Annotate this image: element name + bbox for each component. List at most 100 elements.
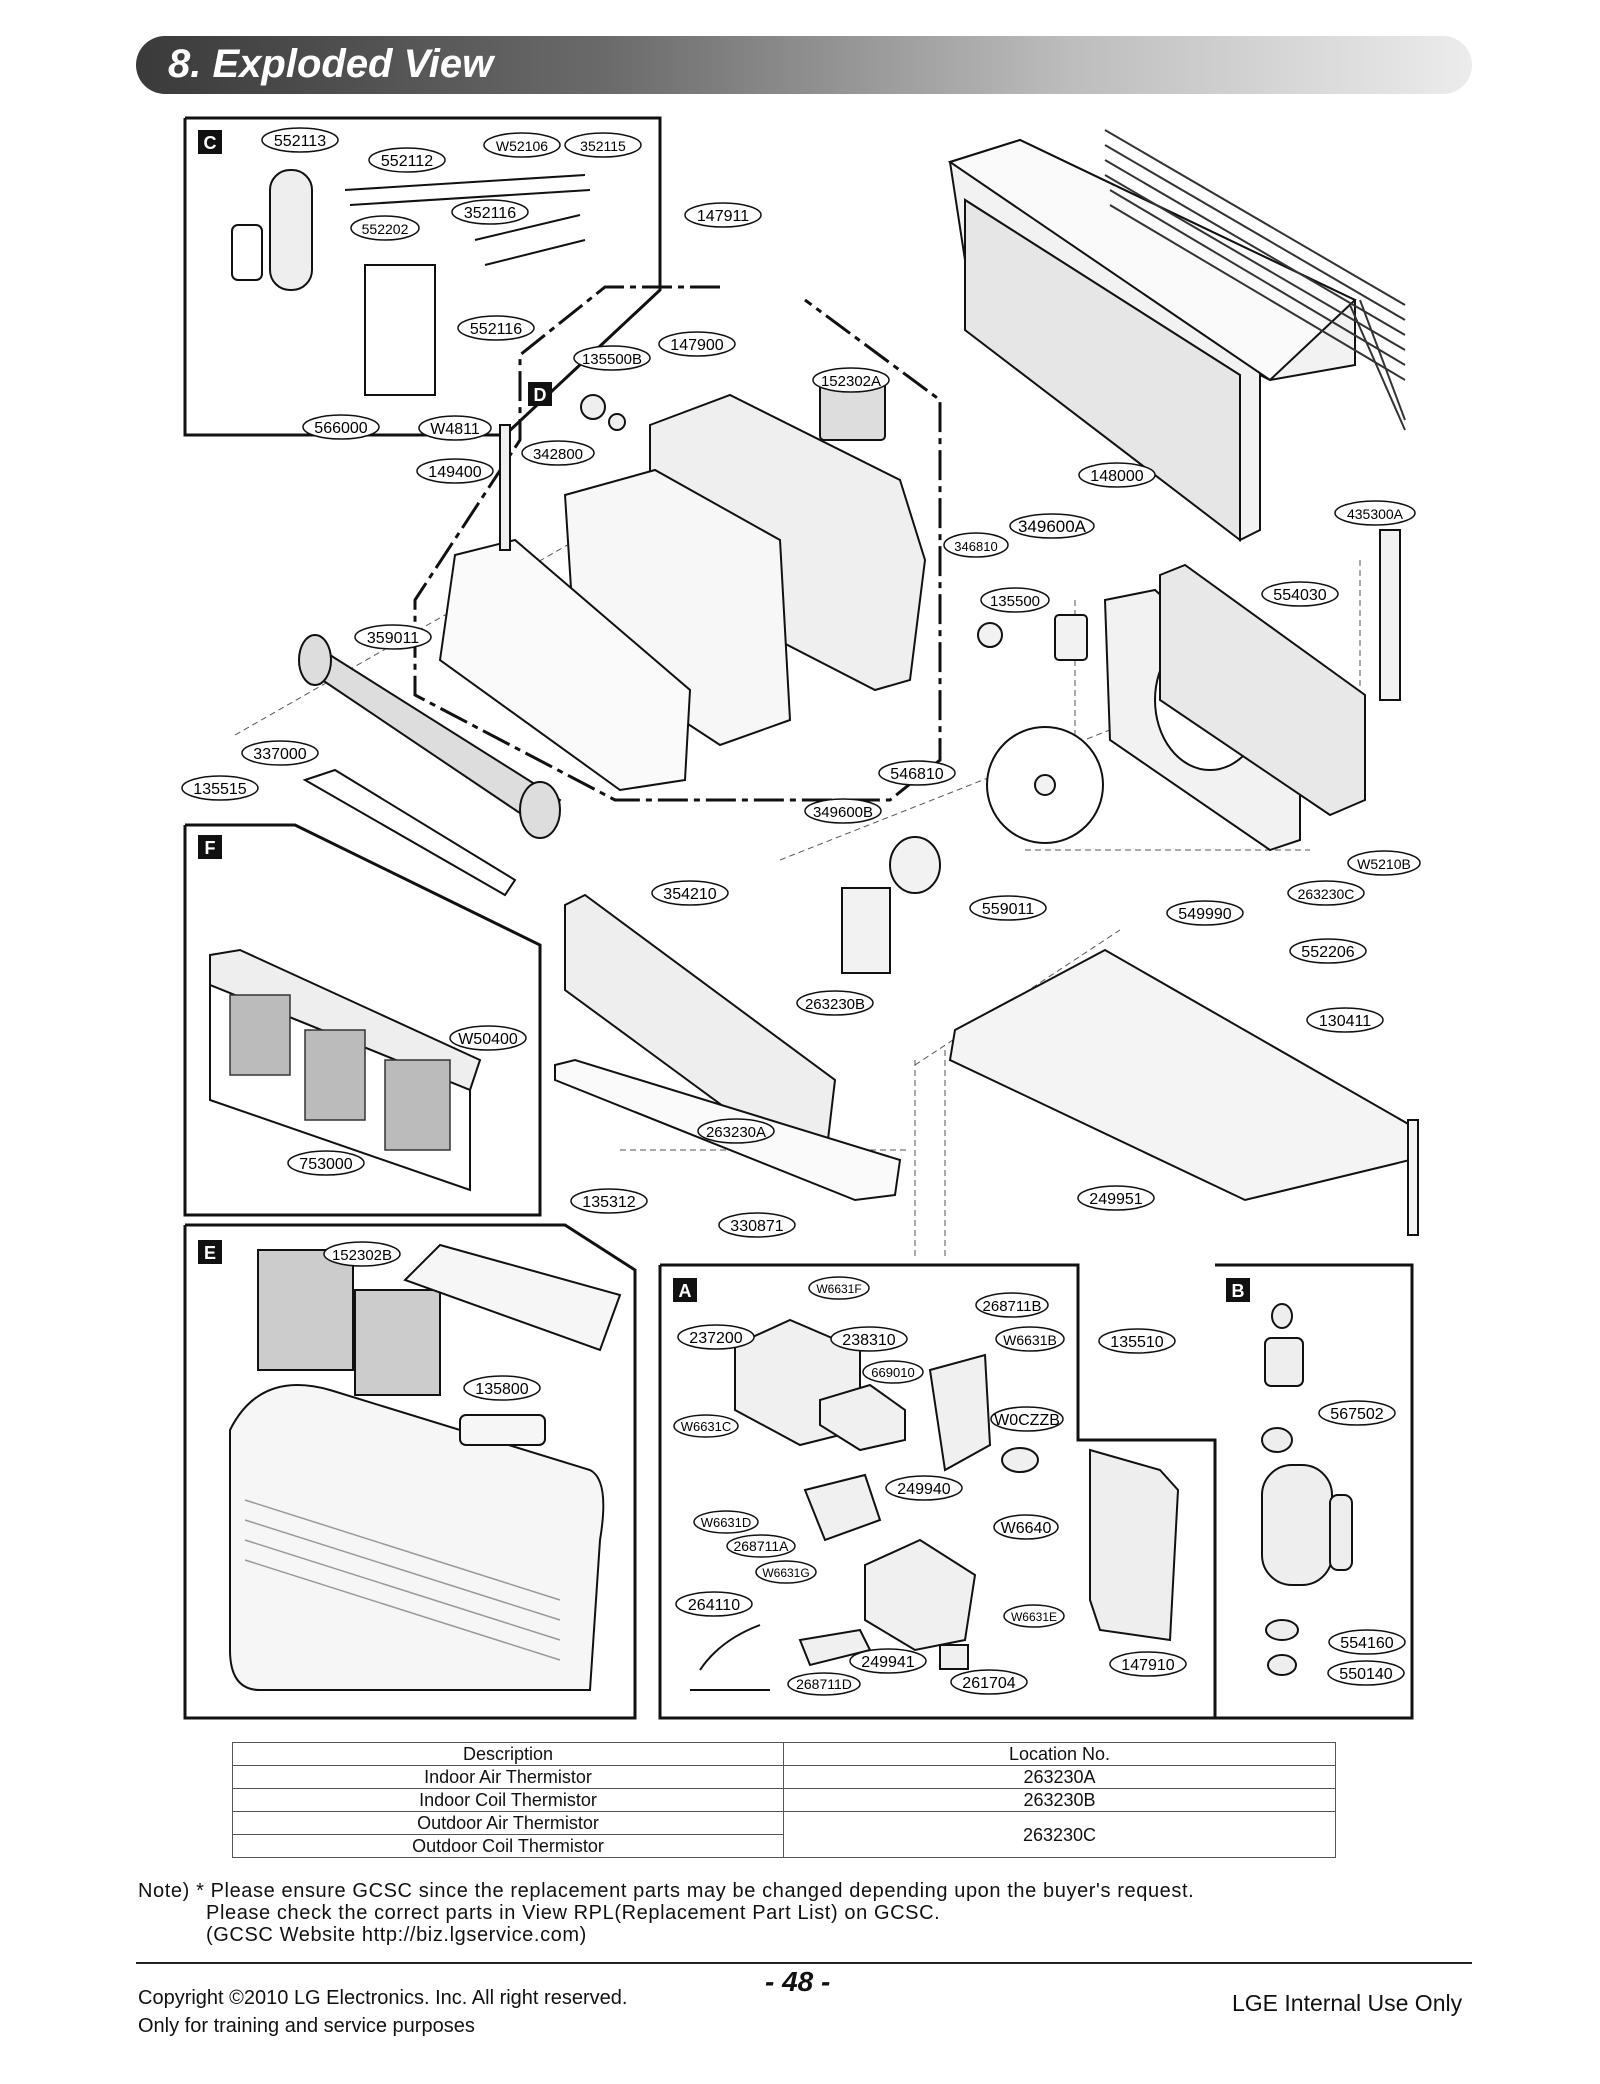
callout-label: 342800 [533, 446, 583, 463]
callout-label: 549990 [1178, 906, 1231, 923]
callout-label: 330871 [730, 1218, 783, 1235]
callout-249941: 249941 [849, 1648, 927, 1674]
callout-W6631D: W6631D [693, 1510, 759, 1534]
blower-wheel [297, 634, 562, 839]
callout-label: W6631B [1003, 1332, 1057, 1348]
callout-label: W50400 [458, 1031, 518, 1048]
callout-label: 264110 [688, 1597, 740, 1614]
section-tag-c [198, 130, 222, 154]
callout-label: 147900 [670, 337, 723, 354]
section-e-boundary [183, 1223, 637, 1720]
table-row: Outdoor Coil Thermistor [232, 1834, 1336, 1858]
page-title: 8. Exploded View [168, 42, 494, 86]
footer-left: Copyright ©2010 LG Electronics. Inc. All… [138, 1984, 627, 2040]
section-tag-f [198, 835, 222, 859]
table-row: Indoor Air Thermistor 263230A [232, 1765, 1336, 1789]
callout-546810: 546810 [878, 760, 956, 786]
callout-249951: 249951 [1077, 1185, 1155, 1211]
rear-grille [1104, 129, 1406, 431]
section-e-parts [229, 1243, 622, 1691]
callout-W50400: W50400 [449, 1025, 527, 1051]
table-cell-description: Indoor Air Thermistor [232, 1765, 784, 1789]
callout-359011: 359011 [354, 624, 432, 650]
callout-550140: 550140 [1327, 1660, 1405, 1686]
section-d-parts [438, 374, 927, 792]
callout-W6631G: W6631G [755, 1560, 817, 1584]
callout-566000: 566000 [302, 414, 380, 440]
callout-label: 263230B [805, 996, 865, 1013]
callout-268711B: 268711B [975, 1292, 1049, 1318]
callout-label: 550140 [1339, 1666, 1392, 1683]
table-cell-location: 263230C [783, 1811, 1336, 1858]
table-cell-location: 263230A [783, 1765, 1336, 1789]
callout-552113: 552113 [261, 127, 339, 153]
callout-label: W52106 [496, 138, 548, 154]
section-tag-b [1226, 1278, 1250, 1302]
callout-label: 135500 [990, 593, 1040, 610]
section-b-boundary [1215, 1263, 1414, 1720]
callout-label: W6631F [816, 1282, 861, 1296]
callout-label: 249940 [897, 1481, 950, 1498]
outdoor-assembly [841, 529, 1401, 974]
callout-435300A: 435300A [1334, 500, 1416, 526]
base-pan [948, 948, 1419, 1236]
callout-W5210B: W5210B [1347, 850, 1421, 876]
callout-label: 147911 [697, 208, 749, 225]
callout-W52106: W52106 [483, 132, 561, 158]
callout-152302A: 152302A [812, 367, 890, 393]
copyright-text: Copyright ©2010 LG Electronics. Inc. All… [138, 1987, 628, 2009]
callout-label: 263230C [1298, 886, 1355, 902]
callout-label: 135312 [582, 1194, 635, 1211]
training-text: Only for training and service purposes [138, 2015, 475, 2037]
callout-554030: 554030 [1261, 581, 1339, 607]
callout-label: 552116 [470, 321, 522, 338]
callout-label: 237200 [689, 1330, 742, 1347]
callout-label: 552202 [362, 221, 409, 237]
callout-W4811: W4811 [418, 415, 492, 441]
control-box-bracket [1089, 1448, 1180, 1642]
exploded-view-diagram: C D F E A B 552113 552112 W52106 352115 … [181, 116, 1421, 1720]
callout-label: 148000 [1090, 468, 1143, 485]
callout-label: 559011 [982, 901, 1034, 918]
table-row: Outdoor Air Thermistor 263230C [232, 1811, 1336, 1858]
table-cell-description: Outdoor Coil Thermistor [232, 1834, 784, 1858]
callout-label: 135510 [1110, 1334, 1163, 1351]
callout-label: 238310 [842, 1332, 895, 1349]
section-tag-d [528, 382, 552, 406]
callout-label: 130411 [1319, 1013, 1371, 1030]
section-b-parts [1261, 1303, 1353, 1676]
page-number: - 48 - [765, 1966, 831, 1997]
callout-label: 152302A [821, 373, 881, 390]
replacement-note: Note) * Please ensure GCSC since the rep… [138, 1880, 1194, 1946]
callout-549990: 549990 [1166, 900, 1244, 926]
callout-W6640: W6640 [993, 1514, 1059, 1540]
callout-label: W5210B [1357, 856, 1411, 872]
callout-label: W6640 [1001, 1520, 1052, 1537]
callout-label: 552113 [274, 133, 326, 150]
callout-337000: 337000 [241, 740, 319, 766]
callout-label: W6631E [1011, 1610, 1057, 1624]
callout-354210: 354210 [651, 880, 729, 906]
section-tag-b-label: B [1232, 1281, 1245, 1301]
callout-label: W0CZZB [994, 1412, 1060, 1429]
callout-label: W6631D [701, 1515, 752, 1530]
callout-346810: 346810 [943, 532, 1009, 558]
section-f-boundary [183, 823, 542, 1217]
callout-label: 268711D [796, 1676, 852, 1692]
callout-238310: 238310 [830, 1326, 908, 1352]
callout-label: 566000 [314, 420, 367, 437]
callout-label: 352116 [464, 205, 516, 222]
callout-135800: 135800 [463, 1375, 541, 1401]
thermistor-location-table: Description Location No. Indoor Air Ther… [232, 1742, 1336, 1858]
callout-263230B: 263230B [796, 990, 874, 1016]
callout-label: 346810 [954, 539, 997, 554]
table-cell-location: 263230B [783, 1788, 1336, 1812]
callout-135510: 135510 [1098, 1328, 1176, 1354]
callout-label: 337000 [253, 746, 306, 763]
callout-263230A: 263230A [697, 1118, 775, 1144]
callout-label: 354210 [663, 886, 716, 903]
callout-342800: 342800 [521, 440, 595, 466]
callout-330871: 330871 [718, 1212, 796, 1238]
note-line-2: Please check the correct parts in View R… [206, 1902, 941, 1924]
callout-237200: 237200 [677, 1324, 755, 1350]
